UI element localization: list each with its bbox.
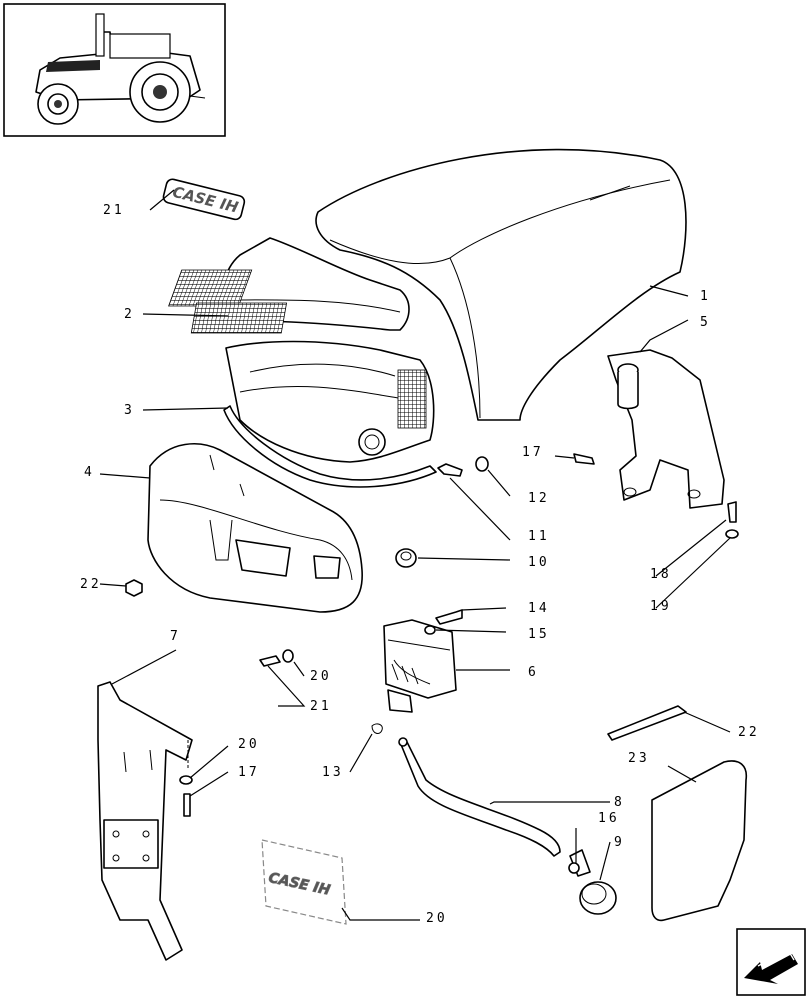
callout-1: 1 xyxy=(700,289,711,304)
callout-17-left: 17 xyxy=(238,765,260,780)
hood-part xyxy=(315,148,687,421)
callout-15: 15 xyxy=(528,627,550,642)
callout-16: 16 xyxy=(598,811,620,826)
arrow-down-left-icon[interactable] xyxy=(736,928,806,996)
callout-21-middle: 21 xyxy=(310,699,332,714)
callout-12: 12 xyxy=(528,491,550,506)
pad-part xyxy=(651,760,748,922)
callout-20-middle: 20 xyxy=(310,669,332,684)
badge-logo: CASE IH xyxy=(162,178,246,221)
leader-lines xyxy=(99,189,731,921)
callout-11: 11 xyxy=(528,529,550,544)
tractor-thumbnail-icon xyxy=(3,3,226,137)
callout-3: 3 xyxy=(124,403,135,418)
seal-strip-part xyxy=(223,405,437,488)
callout-19: 19 xyxy=(650,599,672,614)
callout-22-right: 22 xyxy=(738,725,760,740)
callout-21: 21 xyxy=(103,203,125,218)
callout-18: 18 xyxy=(650,567,672,582)
callout-6: 6 xyxy=(528,665,539,680)
callout-7: 7 xyxy=(170,629,181,644)
decal-logo: CASE IH xyxy=(261,839,347,925)
front-grille-upper-part xyxy=(168,237,410,334)
callout-17-top: 17 xyxy=(522,445,544,460)
front-grille-lower-part xyxy=(225,340,435,463)
rod-part xyxy=(398,737,561,857)
callout-14: 14 xyxy=(528,601,550,616)
callout-labels: 21 2 3 4 1 5 17 12 11 10 18 19 22 14 15 … xyxy=(80,203,760,926)
callout-23: 23 xyxy=(628,751,650,766)
callout-20-left: 20 xyxy=(238,737,260,752)
frame-support-part xyxy=(97,681,193,961)
callout-22-left: 22 xyxy=(80,577,102,592)
front-bracket-part xyxy=(147,443,363,613)
hinge-plate-part xyxy=(383,619,457,713)
fasteners xyxy=(125,453,739,817)
callout-8: 8 xyxy=(614,795,625,810)
callout-10: 10 xyxy=(528,555,550,570)
support-bracket-part xyxy=(607,349,725,509)
callout-9: 9 xyxy=(614,835,625,850)
callout-5: 5 xyxy=(700,315,711,330)
knob-part xyxy=(568,849,617,915)
callout-4: 4 xyxy=(84,465,95,480)
callout-13: 13 xyxy=(322,765,344,780)
wire-rod-part xyxy=(607,705,687,741)
callout-20-bottom: 20 xyxy=(426,911,448,926)
callout-2: 2 xyxy=(124,307,135,322)
